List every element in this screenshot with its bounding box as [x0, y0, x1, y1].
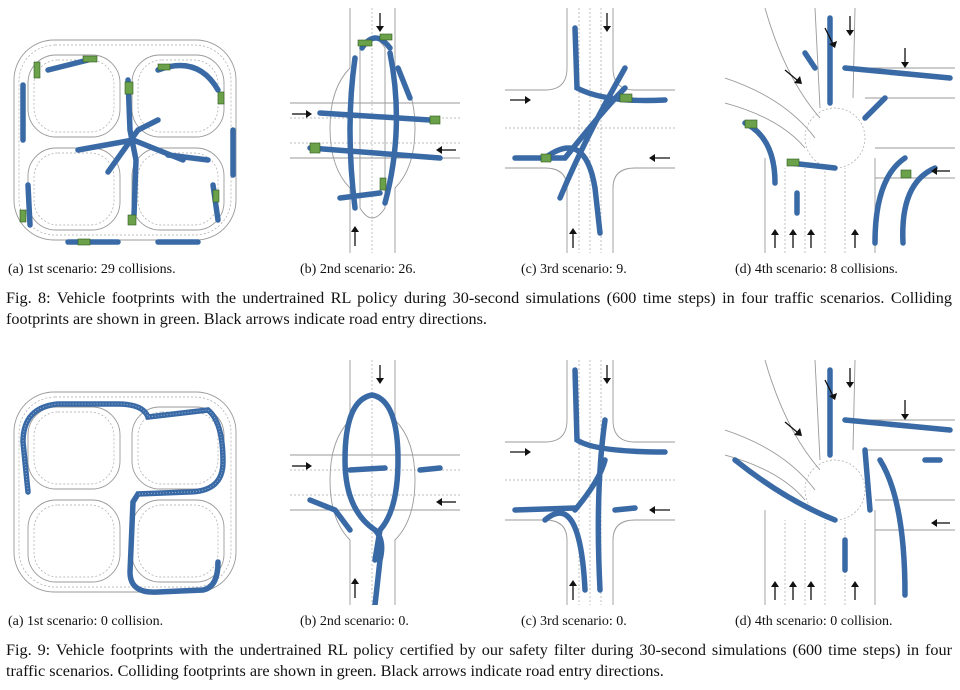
scenario-3-safe-plot [505, 360, 675, 605]
scenario-4-safe-plot [725, 360, 955, 605]
scenario-1-plot [13, 39, 237, 246]
scenario-2-plot [290, 8, 460, 253]
panel-9b: (b) 2nd scenario: 0. [290, 360, 460, 629]
subcaption-8c: (c) 3rd scenario: 9. [521, 262, 627, 277]
subcaption-9a: (a) 1st scenario: 0 collision. [8, 614, 164, 629]
panel-8b: (b) 2nd scenario: 26. [290, 8, 460, 277]
scenario-1-safe-plot [13, 391, 237, 595]
scenario-4-plot [725, 8, 955, 253]
figure-9-caption: Fig. 9: Vehicle footprints with the unde… [6, 641, 952, 680]
subcaption-9c: (c) 3rd scenario: 0. [521, 614, 627, 629]
subcaption-9d: (d) 4th scenario: 0 collision. [735, 614, 893, 629]
subcaption-8b: (b) 2nd scenario: 26. [300, 262, 416, 277]
panel-9d: (d) 4th scenario: 0 collision. [725, 360, 955, 629]
panel-8c: (c) 3rd scenario: 9. [505, 8, 675, 277]
panel-9c: (c) 3rd scenario: 0. [505, 360, 675, 629]
scenario-3-plot [505, 8, 675, 253]
figure-8-caption: Fig. 8: Vehicle footprints with the unde… [6, 289, 952, 328]
scenario-2-safe-plot [290, 360, 460, 605]
subcaption-8a: (a) 1st scenario: 29 collisions. [8, 262, 176, 277]
panel-8a: (a) 1st scenario: 29 collisions. [8, 10, 243, 277]
panel-9a: (a) 1st scenario: 0 collision. [8, 362, 243, 629]
subcaption-9b: (b) 2nd scenario: 0. [300, 614, 409, 629]
panel-8d: (d) 4th scenario: 8 collisions. [725, 8, 955, 277]
subcaption-8d: (d) 4th scenario: 8 collisions. [735, 262, 898, 277]
